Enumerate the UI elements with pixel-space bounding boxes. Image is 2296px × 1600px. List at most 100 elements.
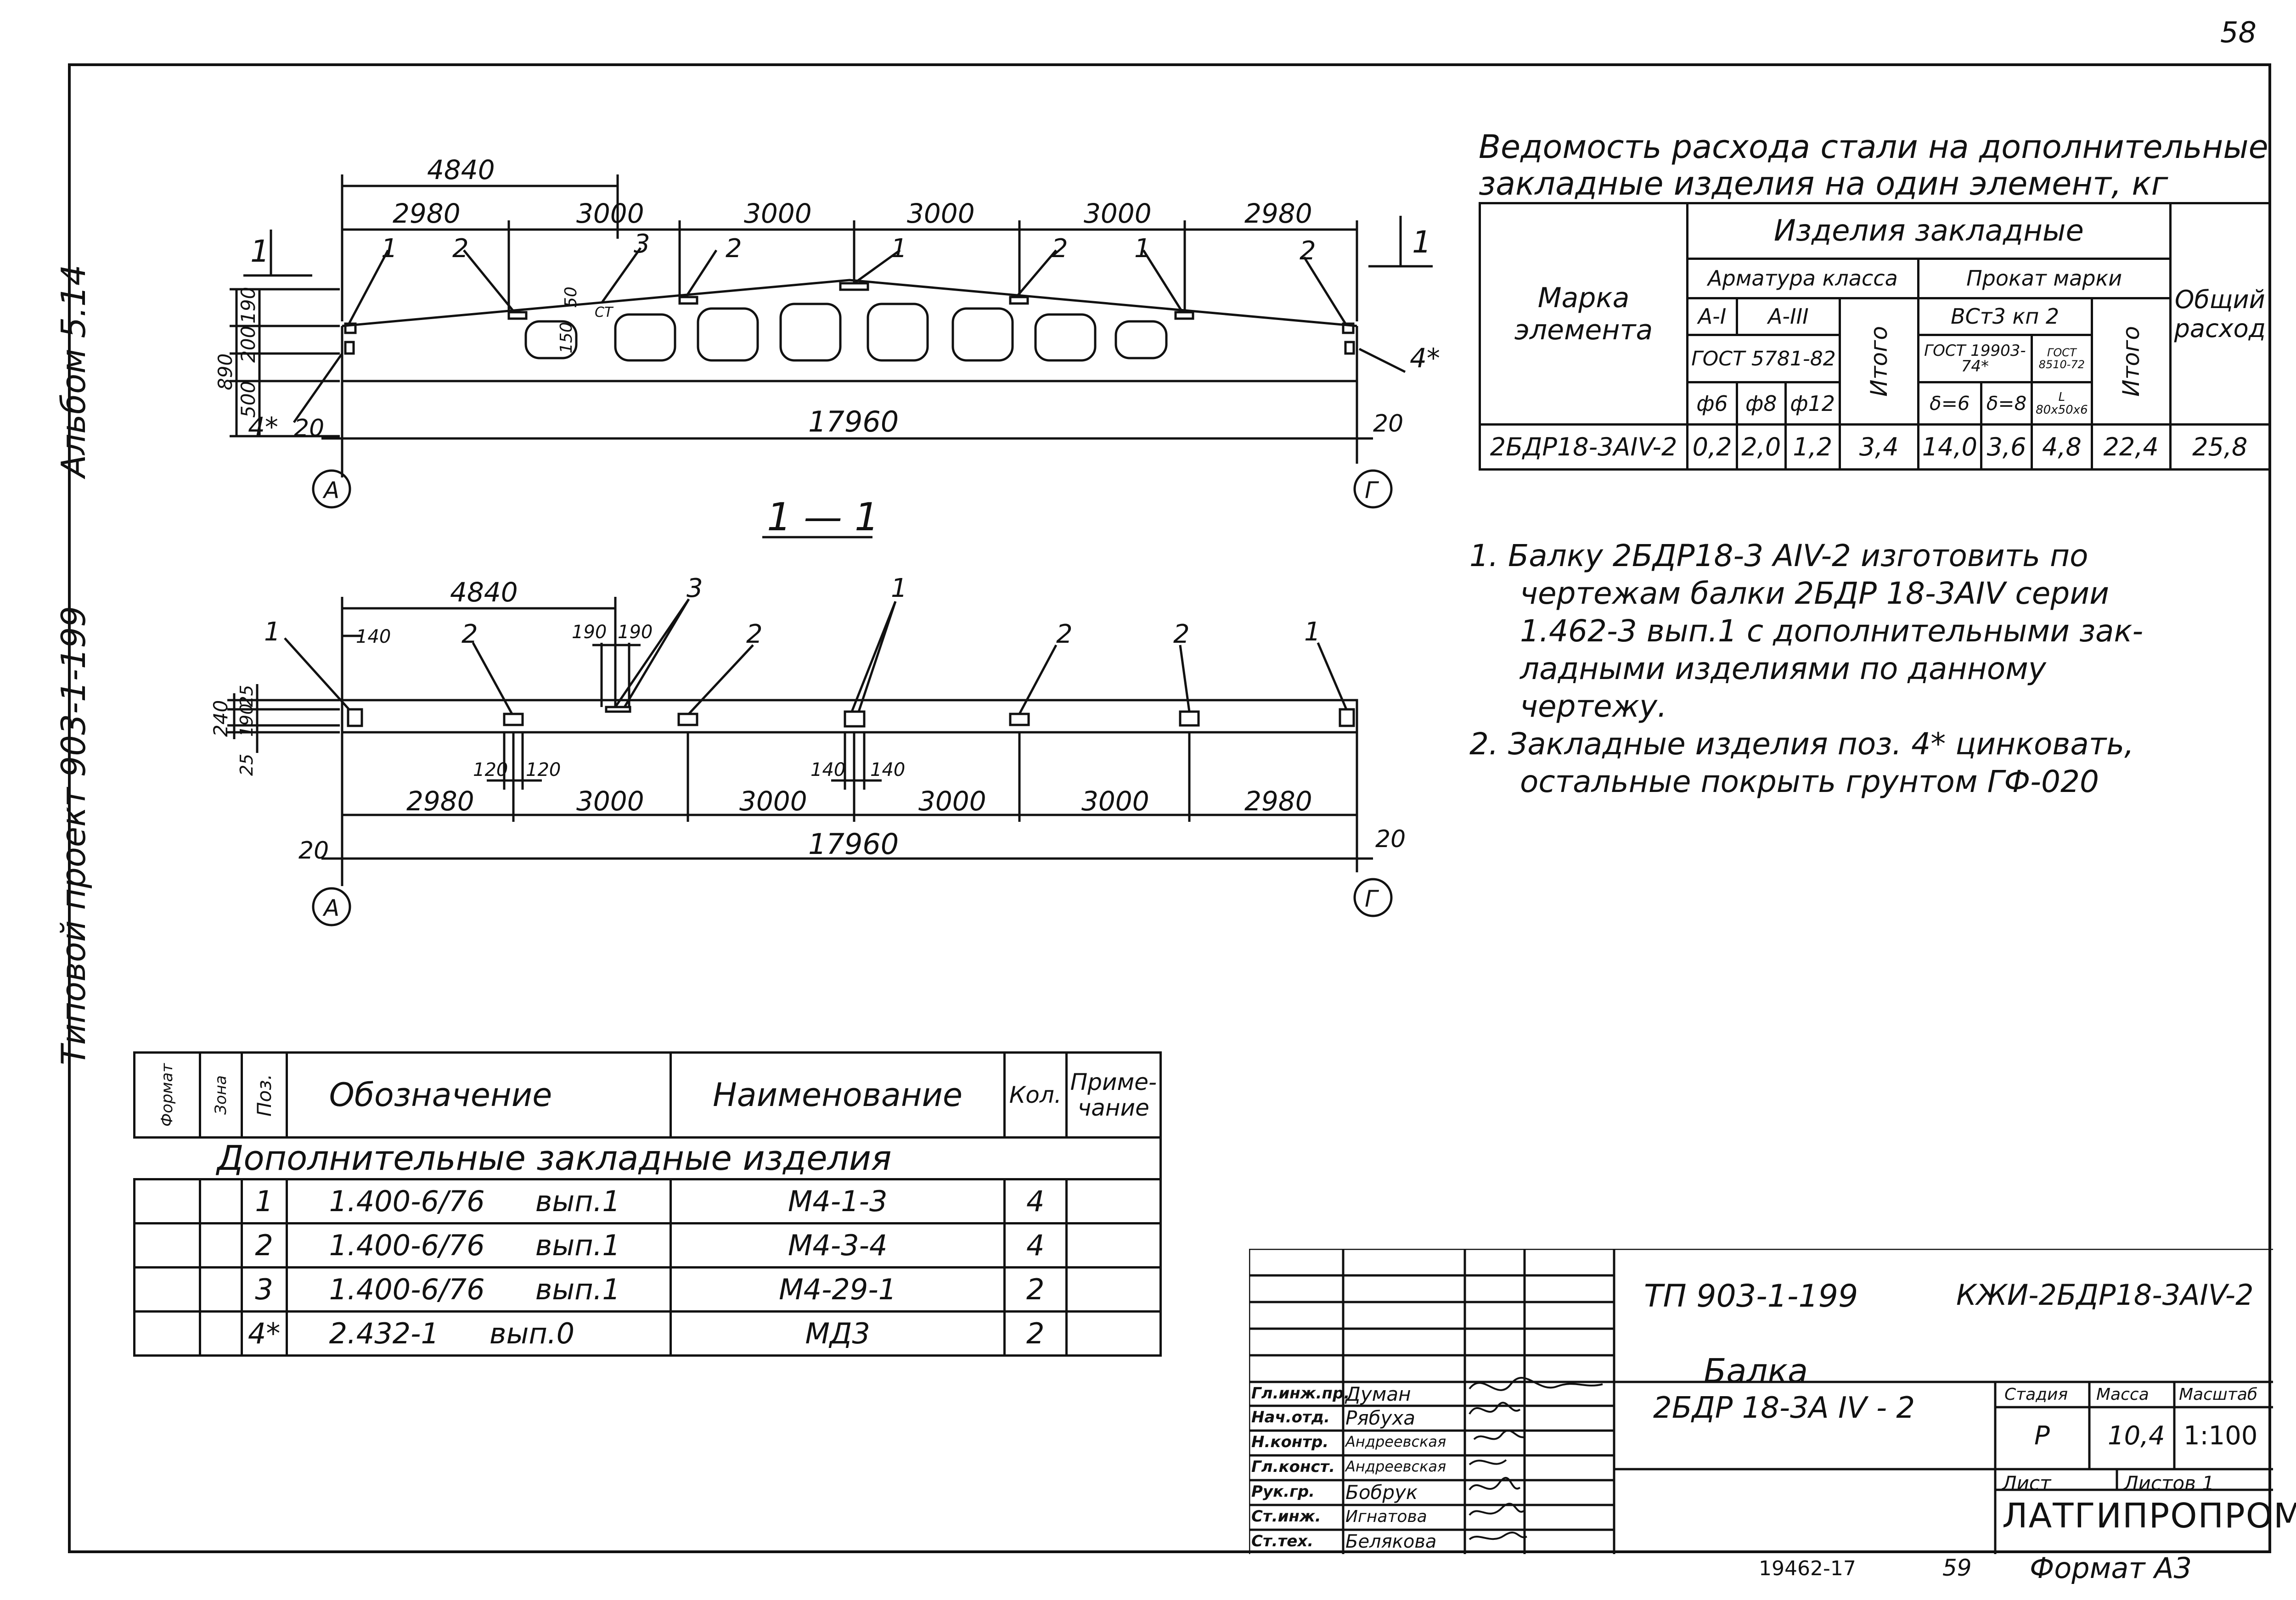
- spec-h-kol: Кол.: [1003, 1051, 1068, 1139]
- beam-top-chord: [342, 279, 1357, 327]
- plan-dim-3000: 3000: [918, 786, 986, 817]
- signature-scribble: [1469, 1377, 1603, 1391]
- embed-plate: [344, 322, 357, 334]
- stamp-name-1: Балка: [1704, 1352, 1808, 1390]
- stamp-code: ТП 903-1-199: [1644, 1278, 1858, 1314]
- spec-h-naim: Наименование: [670, 1051, 1006, 1139]
- pos-4-left: 4*: [248, 411, 278, 443]
- spec-cell: [198, 1266, 243, 1313]
- stamp-role: Гл.инж.пр.: [1251, 1384, 1350, 1403]
- beam-elevation: [230, 174, 1433, 509]
- row-itogo-arm: 3,4: [1838, 423, 1919, 471]
- stamp-person: Андреевская: [1345, 1433, 1446, 1450]
- dim-50: 50: [562, 286, 580, 308]
- dim-3000: 3000: [907, 198, 975, 229]
- h-d8: ф8: [1735, 381, 1787, 426]
- spec-h-format-text: Формат: [158, 1063, 176, 1127]
- steel-table: Марка элемента Изделия закладные Общий р…: [1478, 202, 2271, 471]
- plan-dim-4840: 4840: [450, 577, 518, 608]
- leader: [600, 247, 642, 304]
- signature-scribble: [1469, 1476, 1521, 1491]
- signature-scribble: [1473, 1430, 1525, 1440]
- plan-pos-label: 2: [746, 619, 763, 649]
- embed-plate: [1174, 311, 1194, 320]
- note-1d: ладными изделиями по данному: [1520, 651, 2046, 686]
- row-itogo-prok: 22,4: [2090, 423, 2172, 471]
- stamp-sheet-code: КЖИ-2БДР18-3АIV-2: [1956, 1278, 2254, 1312]
- stamp-stadia: Р: [2034, 1421, 2050, 1451]
- row-t6: 14,0: [1917, 423, 1982, 471]
- plan-dim-120: 120: [473, 759, 508, 780]
- spec-h-zona: Зона: [198, 1051, 243, 1139]
- plan-pos-label: 2: [461, 619, 478, 649]
- stamp-role: Н.контр.: [1251, 1433, 1329, 1451]
- plan-dim-20-left: 20: [298, 837, 329, 865]
- spec-poz: 1: [240, 1178, 288, 1224]
- note-2b: остальные покрыть грунтом ГФ-020: [1520, 764, 2099, 799]
- plan-dim-25: 25: [236, 685, 257, 707]
- leader: [284, 637, 350, 710]
- h-gost8510: ГОСТ 8510-72: [2031, 334, 2093, 384]
- spec-prim: [1065, 1310, 1162, 1357]
- embed-plate: [839, 282, 869, 291]
- spec-naim: М4-3-4: [670, 1222, 1006, 1269]
- beam-opening: [614, 313, 676, 362]
- spec-naim: М4-1-3: [670, 1178, 1006, 1224]
- spec-cell: [133, 1178, 201, 1224]
- spec-prim: [1065, 1178, 1162, 1224]
- stamp-h-massa: Масса: [2096, 1385, 2149, 1404]
- plan-plate: [1009, 713, 1030, 726]
- axis-circle-g: [1353, 878, 1393, 917]
- h-itogo-prok-text: Итого: [2117, 326, 2144, 397]
- plan-plate: [1179, 710, 1200, 727]
- h-a3: А-III: [1735, 297, 1841, 337]
- plan-pos-label: 1: [1304, 617, 1321, 647]
- footer-n: 59: [1942, 1555, 1972, 1581]
- leader: [1142, 249, 1184, 313]
- plan-pos-label: 3: [687, 573, 703, 603]
- spec-cell: [198, 1222, 243, 1269]
- stamp-listov: Листов 1: [2124, 1472, 2214, 1494]
- leader: [1317, 642, 1348, 710]
- steel-title-1: Ведомость расхода стали на дополнительны…: [1479, 128, 2268, 166]
- beam-opening: [524, 320, 578, 359]
- signature-scribble: [1469, 1503, 1525, 1516]
- spec-h-prim: Приме- чание: [1065, 1051, 1162, 1139]
- signature-scribble: [1469, 1402, 1521, 1415]
- plan-dim-240: 240: [209, 700, 232, 737]
- dim-4840: 4840: [427, 154, 495, 185]
- plan-dim-120: 120: [526, 759, 561, 780]
- embed-plate: [678, 296, 698, 305]
- h-obshiy: Общий расход: [2169, 202, 2271, 426]
- dim-17960: 17960: [808, 405, 899, 438]
- stamp-h-masshtab: Масштаб: [2179, 1385, 2258, 1404]
- embed-plate: [1009, 296, 1029, 305]
- leader: [1018, 644, 1058, 715]
- stamp-role: Рук.гр.: [1251, 1482, 1315, 1501]
- stamp-grid: [1249, 1249, 2273, 1554]
- stamp-person: Андреевская: [1345, 1458, 1446, 1475]
- embed-plate: [1344, 341, 1355, 355]
- stamp-person: Игнатова: [1345, 1507, 1427, 1526]
- dim-3000: 3000: [576, 198, 644, 229]
- spec-table: Формат Зона Поз. Обозначение Наименовани…: [133, 1051, 1162, 1357]
- pos-label: 3: [634, 229, 650, 259]
- leader: [348, 249, 389, 325]
- note-1a: 1. Балку 2БДР18-3 АIV-2 изготовить по: [1469, 538, 2088, 573]
- row-d12: 1,2: [1784, 423, 1841, 471]
- beam-opening: [951, 307, 1014, 362]
- dim-20-left: 20: [294, 415, 324, 442]
- plan-plate: [503, 713, 524, 726]
- pos-4-right: 4*: [1410, 342, 1440, 374]
- dim-3000: 3000: [744, 198, 812, 229]
- spec-oboz-code: 1.400-6/76: [329, 1185, 485, 1218]
- stamp-role: Гл.конст.: [1251, 1458, 1335, 1476]
- stamp-masshtab: 1:100: [2183, 1421, 2258, 1451]
- dim-190: 190: [237, 287, 259, 324]
